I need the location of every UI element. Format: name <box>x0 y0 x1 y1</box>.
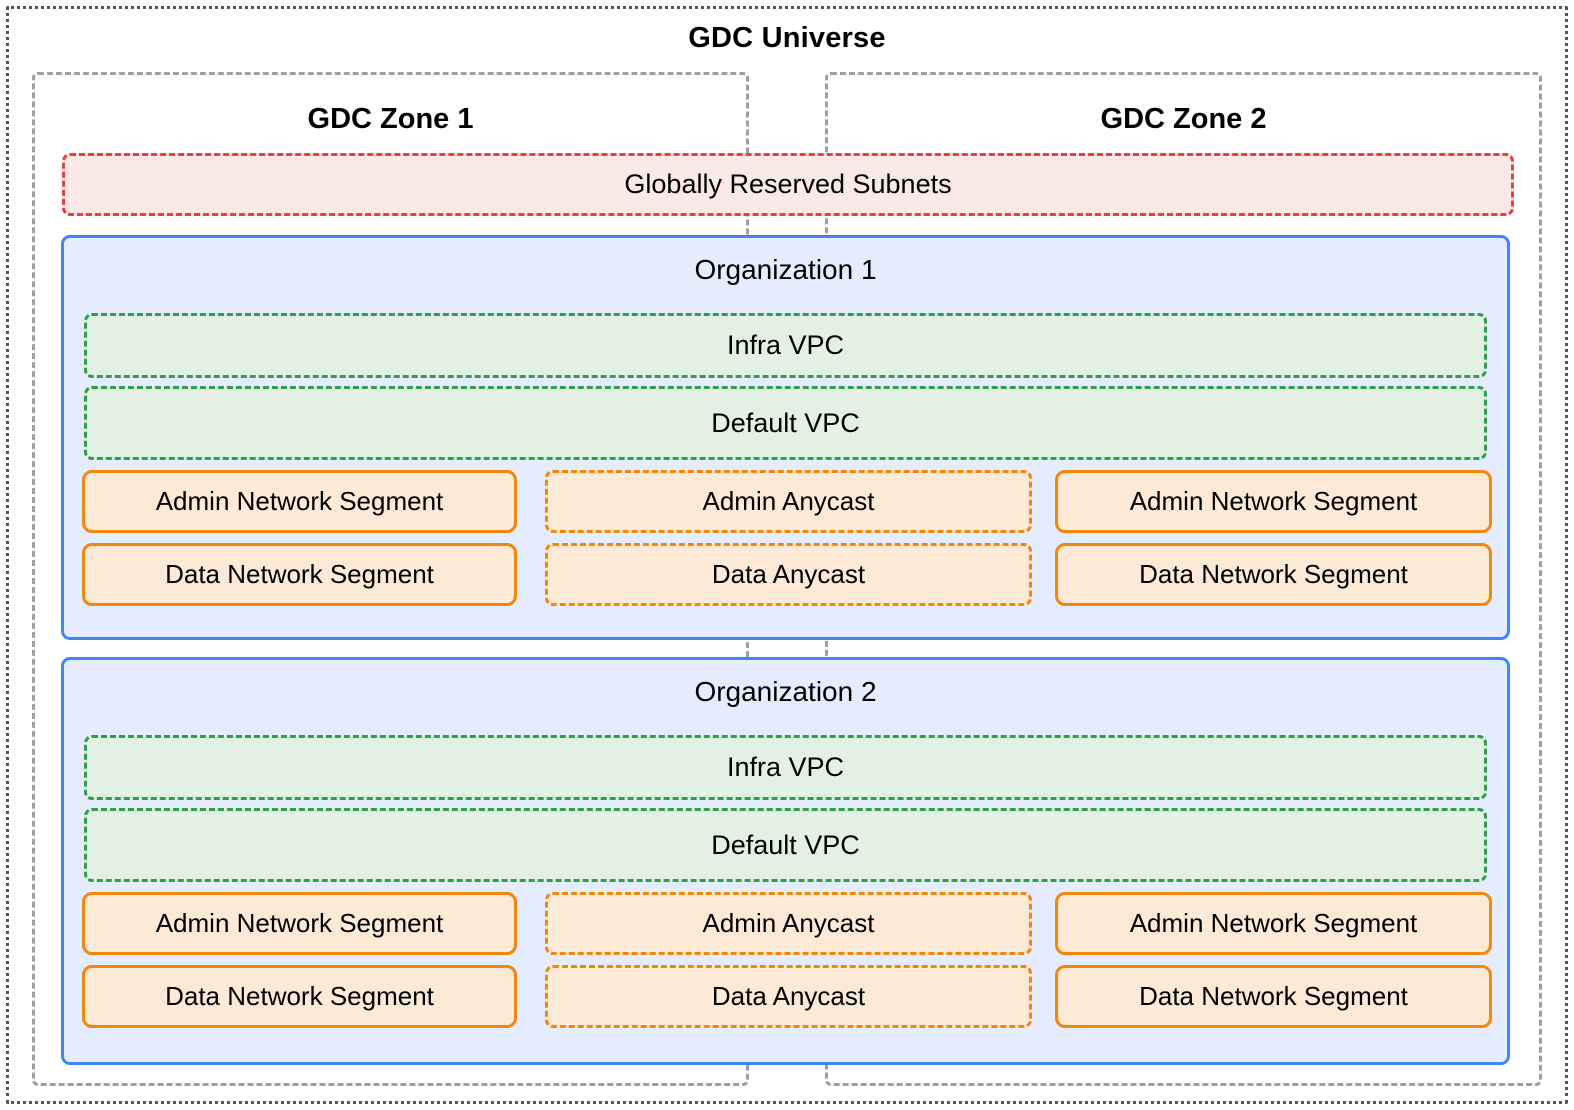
organization-1-admin-anycast-label: Admin Anycast <box>702 486 875 516</box>
organization-2-box: Organization 2 Infra VPC Default VPC Adm… <box>61 657 1510 1065</box>
organization-1-infra-vpc-box: Infra VPC <box>84 313 1487 378</box>
organization-1-zone-2-admin-network-segment: Admin Network Segment <box>1055 470 1492 533</box>
organization-2-default-vpc-box: Default VPC <box>84 808 1487 882</box>
organization-1-zone-1-admin-network-segment-label: Admin Network Segment <box>155 486 444 516</box>
organization-1-data-anycast-label: Data Anycast <box>711 559 866 589</box>
organization-2-default-vpc-label: Default VPC <box>711 829 860 860</box>
organization-1-title: Organization 1 <box>694 254 877 285</box>
organization-1-infra-vpc-label: Infra VPC <box>726 330 845 360</box>
organization-2-zone-2-admin-network-segment: Admin Network Segment <box>1055 892 1492 955</box>
gdc-zone-1-title: GDC Zone 1 <box>307 103 474 135</box>
globally-reserved-subnets-box: Globally Reserved Subnets <box>62 153 1514 216</box>
organization-1-zone-2-data-network-segment: Data Network Segment <box>1055 543 1492 606</box>
organization-2-admin-row: Admin Network Segment Admin Anycast Admi… <box>64 892 1507 955</box>
organization-1-default-vpc-label: Default VPC <box>711 407 860 438</box>
organization-2-zone-1-data-network-segment-label: Data Network Segment <box>165 981 434 1011</box>
organization-1-admin-anycast: Admin Anycast <box>545 470 1032 533</box>
gdc-zone-2-title: GDC Zone 2 <box>1100 103 1267 135</box>
organization-1-zone-2-data-network-segment-label: Data Network Segment <box>1139 559 1408 589</box>
organization-2-data-row: Data Network Segment Data Anycast Data N… <box>64 965 1507 1028</box>
organization-1-admin-row: Admin Network Segment Admin Anycast Admi… <box>64 470 1507 533</box>
organization-1-zone-1-data-network-segment-label: Data Network Segment <box>165 559 434 589</box>
organization-2-infra-vpc-label: Infra VPC <box>726 752 845 782</box>
organization-2-zone-2-data-network-segment-label: Data Network Segment <box>1139 981 1408 1011</box>
organization-2-data-anycast-label: Data Anycast <box>711 981 866 1011</box>
organization-2-zone-1-data-network-segment: Data Network Segment <box>82 965 517 1028</box>
organization-2-zone-2-admin-network-segment-label: Admin Network Segment <box>1129 908 1418 938</box>
organization-1-zone-2-admin-network-segment-label: Admin Network Segment <box>1129 486 1418 516</box>
organization-2-zone-2-data-network-segment: Data Network Segment <box>1055 965 1492 1028</box>
organization-1-box: Organization 1 Infra VPC Default VPC Adm… <box>61 235 1510 640</box>
organization-1-data-row: Data Network Segment Data Anycast Data N… <box>64 543 1507 606</box>
gdc-universe-frame <box>6 6 1568 1104</box>
organization-2-data-anycast: Data Anycast <box>545 965 1032 1028</box>
organization-1-zone-1-data-network-segment: Data Network Segment <box>82 543 517 606</box>
organization-2-admin-anycast: Admin Anycast <box>545 892 1032 955</box>
globally-reserved-subnets-label: Globally Reserved Subnets <box>624 169 952 199</box>
organization-2-zone-1-admin-network-segment: Admin Network Segment <box>82 892 517 955</box>
organization-1-zone-1-admin-network-segment: Admin Network Segment <box>82 470 517 533</box>
organization-1-default-vpc-box: Default VPC <box>84 386 1487 460</box>
organization-2-title: Organization 2 <box>694 676 877 707</box>
organization-2-zone-1-admin-network-segment-label: Admin Network Segment <box>155 908 444 938</box>
organization-1-data-anycast: Data Anycast <box>545 543 1032 606</box>
organization-2-admin-anycast-label: Admin Anycast <box>702 908 875 938</box>
organization-2-infra-vpc-box: Infra VPC <box>84 735 1487 800</box>
gdc-universe-title: GDC Universe <box>688 22 886 54</box>
